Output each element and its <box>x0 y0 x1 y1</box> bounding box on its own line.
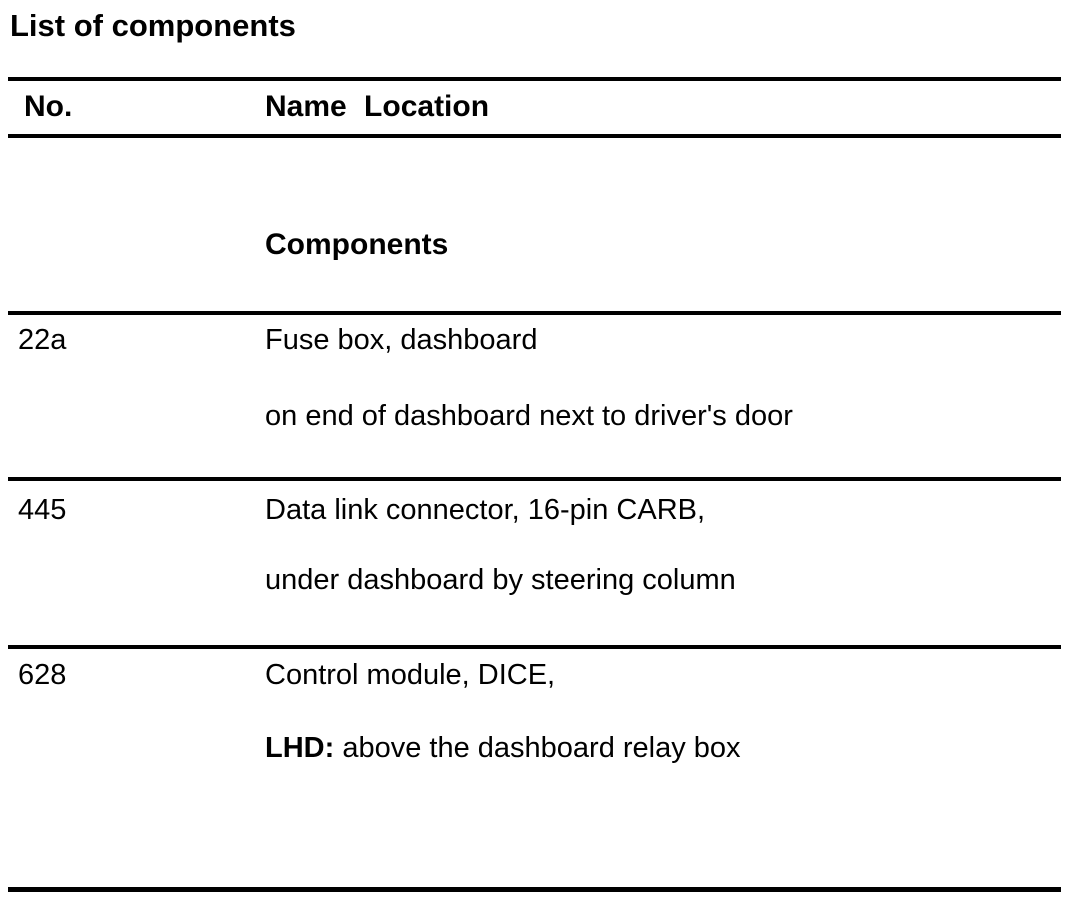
row-name: Control module, DICE, <box>265 659 556 691</box>
column-header-name-location: Name Location <box>265 90 490 123</box>
page-title: List of components <box>10 8 296 43</box>
row-location: LHD: above the dashboard relay box <box>265 734 741 763</box>
row-number: 22a <box>18 324 67 356</box>
column-header-no: No. <box>24 90 73 123</box>
table-top-rule <box>8 77 1061 81</box>
section-rule <box>8 311 1061 315</box>
table-bottom-rule <box>8 887 1061 892</box>
row-divider-rule <box>8 477 1061 481</box>
row-name: Data link connector, 16-pin CARB, <box>265 494 706 526</box>
row-location: on end of dashboard next to driver's doo… <box>265 400 793 432</box>
row-name: Fuse box, dashboard <box>265 324 538 356</box>
section-heading-components: Components <box>265 228 449 261</box>
row-number: 628 <box>18 659 67 691</box>
row-location-rest: above the dashboard relay box <box>334 732 741 764</box>
row-location-bold-prefix: LHD: <box>265 732 335 764</box>
row-location: under dashboard by steering column <box>265 564 736 596</box>
row-number: 445 <box>18 494 67 526</box>
row-divider-rule <box>8 645 1061 649</box>
header-bottom-rule <box>8 134 1061 138</box>
